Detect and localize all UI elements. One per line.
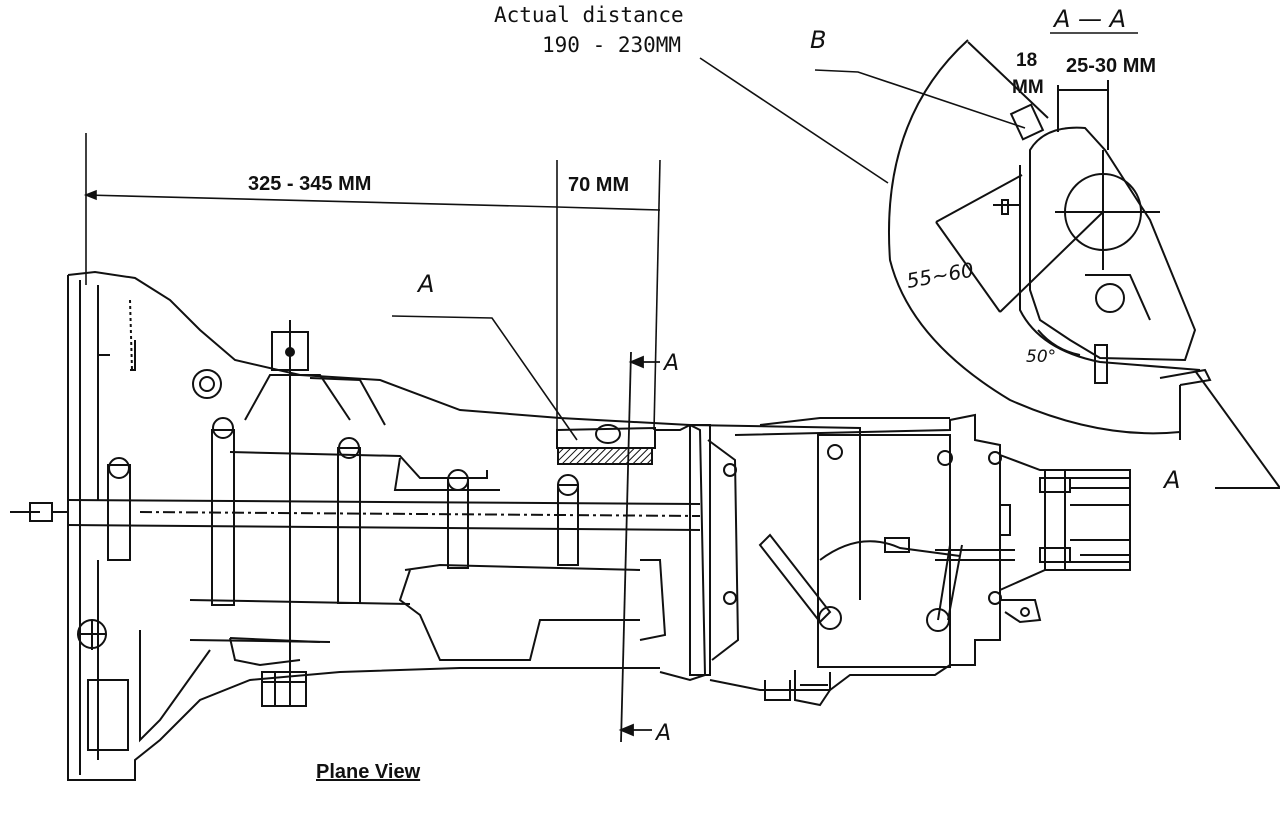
section-label-a-right: A <box>1162 466 1180 494</box>
actual-distance-label: Actual distance <box>494 3 684 27</box>
dim-18-unit: MM <box>1012 77 1044 98</box>
dim-18-label: 18 <box>1016 50 1037 71</box>
dim-overall-label: 325 - 345 MM <box>248 173 371 195</box>
section-aa-detail <box>888 39 1280 489</box>
dim-offset-label: 70 MM <box>568 174 629 196</box>
section-label-b: B <box>810 26 826 54</box>
bracket-a <box>556 424 656 465</box>
transmission-plan-view <box>10 270 1131 781</box>
bracket-label-a: A <box>416 270 434 298</box>
actual-distance-leader <box>699 57 889 184</box>
bracket-leader <box>391 315 578 441</box>
actual-distance-value: 190 - 230MM <box>542 33 681 57</box>
view-title: Plane View <box>316 761 421 783</box>
section-line-aa <box>618 351 660 743</box>
label-b-leader <box>814 69 1026 129</box>
dim-25-30-label: 25-30 MM <box>1066 55 1156 77</box>
section-mark-bottom: A <box>654 721 671 746</box>
dim-55-60-label: 55~60 <box>905 258 976 293</box>
angle-50-label: 50° <box>1026 347 1056 367</box>
section-title: A — A <box>1052 5 1126 33</box>
dimension-overall <box>83 133 661 431</box>
section-mark-top: A <box>662 351 679 376</box>
